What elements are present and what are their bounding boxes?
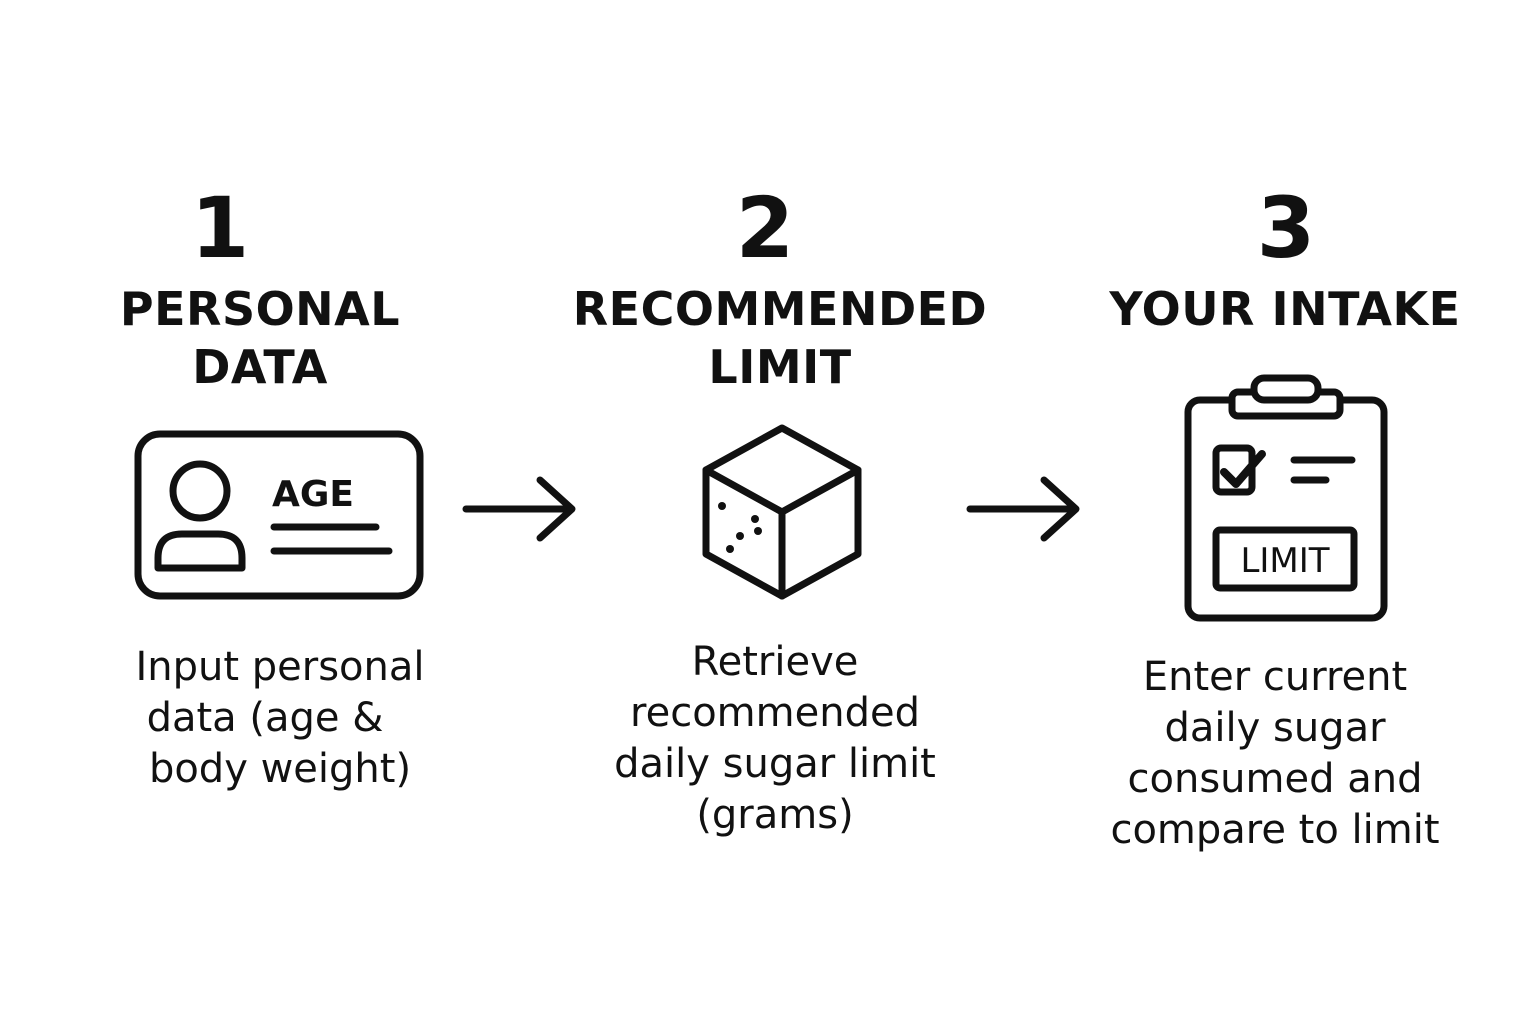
step-2-description-line-3: daily sugar limit xyxy=(614,741,936,787)
step-3-title: YOUR INTAKE xyxy=(1100,280,1470,338)
step-3-number: 3 xyxy=(1256,179,1316,277)
step-2-title: RECOMMENDED LIMIT xyxy=(560,280,1000,396)
step-3-description-line-1: Enter current xyxy=(1142,654,1408,700)
id-card-age-label: AGE xyxy=(272,474,354,515)
step-1-title-line-2: DATA xyxy=(192,340,328,394)
step-1-title-line-1: PERSONAL xyxy=(119,282,401,336)
arrow-right-icon xyxy=(966,476,1080,542)
arrow-right-icon xyxy=(462,476,576,542)
step-1-number: 1 xyxy=(190,179,250,277)
clipboard-checklist-icon: LIMIT xyxy=(1184,374,1388,622)
step-1-title: PERSONAL DATA xyxy=(80,280,440,396)
step-3-description-line-2: daily sugar xyxy=(1164,705,1386,751)
step-2-description-line-1: Retrieve xyxy=(691,639,859,685)
step-1-description-line-2: data (age & xyxy=(146,695,384,741)
step-2-description-line-4: (grams) xyxy=(696,792,854,838)
step-3-title-line-1: YOUR INTAKE xyxy=(1109,282,1461,336)
id-card-icon: AGE xyxy=(134,430,424,600)
step-3-description-line-3: consumed and xyxy=(1127,756,1423,802)
clipboard-limit-label: LIMIT xyxy=(1240,541,1329,581)
step-3-description: Enter current daily sugar consumed and c… xyxy=(1085,652,1465,856)
step-2-description-line-2: recommended xyxy=(630,690,920,736)
step-2-title-line-2: LIMIT xyxy=(708,340,852,394)
step-1-description-line-3: body weight) xyxy=(148,746,412,792)
step-2-number: 2 xyxy=(735,179,795,277)
step-2-description: Retrieve recommended daily sugar limit (… xyxy=(580,637,970,841)
step-1-description: Input personal data (age & body weight) xyxy=(100,642,460,795)
step-2-title-line-1: RECOMMENDED xyxy=(572,282,988,336)
step-1-description-line-1: Input personal xyxy=(135,644,425,690)
step-3-description-line-4: compare to limit xyxy=(1110,807,1440,853)
sugar-cube-icon xyxy=(702,424,862,600)
